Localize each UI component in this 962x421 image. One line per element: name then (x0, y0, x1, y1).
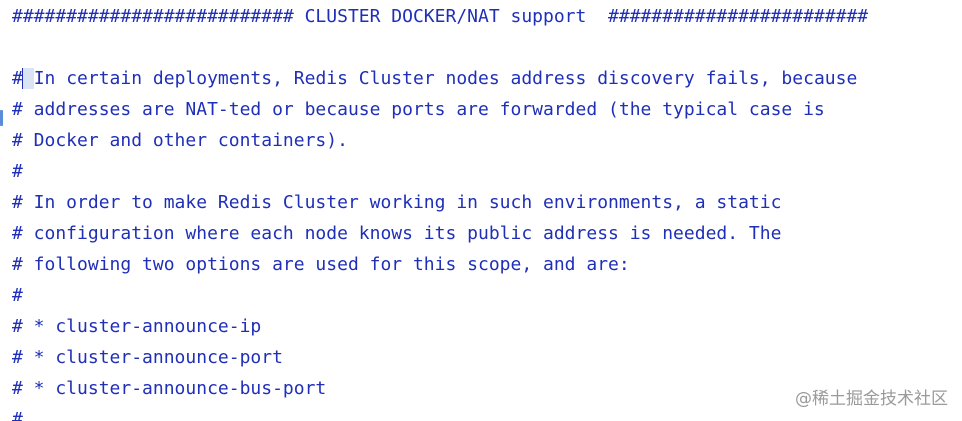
code-line-1[interactable]: ########################## CLUSTER DOCKE… (12, 6, 869, 27)
code-line-12[interactable]: # * cluster-announce-port (12, 347, 283, 368)
code-line-6[interactable]: # (12, 161, 23, 182)
change-marker[interactable] (0, 110, 3, 126)
editor-gutter (0, 0, 3, 421)
code-line-13[interactable]: # * cluster-announce-bus-port (12, 378, 327, 399)
code-line-7[interactable]: # In order to make Redis Cluster working… (12, 192, 782, 213)
code-line-2[interactable] (12, 32, 868, 63)
code-line-3[interactable]: # In certain deployments, Redis Cluster … (12, 63, 868, 94)
code-line-3-text: In certain deployments, Redis Cluster no… (33, 68, 858, 89)
code-line-9[interactable]: # following two options are used for thi… (12, 254, 630, 275)
code-line-10[interactable]: # (12, 285, 23, 306)
code-line-3-hash: # (12, 68, 23, 89)
code-line-8[interactable]: # configuration where each node knows it… (12, 223, 782, 244)
code-line-11[interactable]: # * cluster-announce-ip (12, 316, 262, 337)
watermark: @稀土掘金技术社区 (795, 389, 948, 409)
code-lines: ########################## CLUSTER DOCKE… (12, 0, 868, 421)
code-line-5[interactable]: # Docker and other containers). (12, 130, 348, 151)
code-line-4[interactable]: # addresses are NAT-ted or because ports… (12, 99, 825, 120)
code-line-14[interactable]: # (12, 409, 23, 421)
text-caret[interactable] (21, 68, 34, 89)
